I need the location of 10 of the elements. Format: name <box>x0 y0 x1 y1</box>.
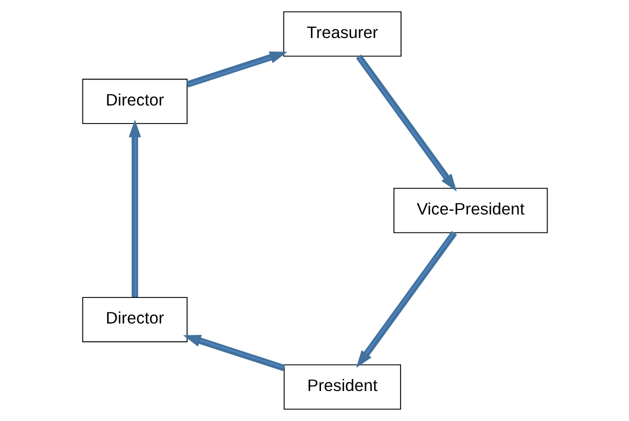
node-box: Vice-President <box>392 188 548 234</box>
node-box: Treasurer <box>282 11 402 57</box>
node-box: Director <box>82 78 188 124</box>
node-box: Director <box>82 296 188 342</box>
arrow <box>186 51 287 88</box>
node-box: President <box>283 364 401 410</box>
arrow <box>356 54 456 192</box>
arrow <box>128 120 141 298</box>
arrow <box>182 334 285 372</box>
arrow <box>356 230 456 368</box>
